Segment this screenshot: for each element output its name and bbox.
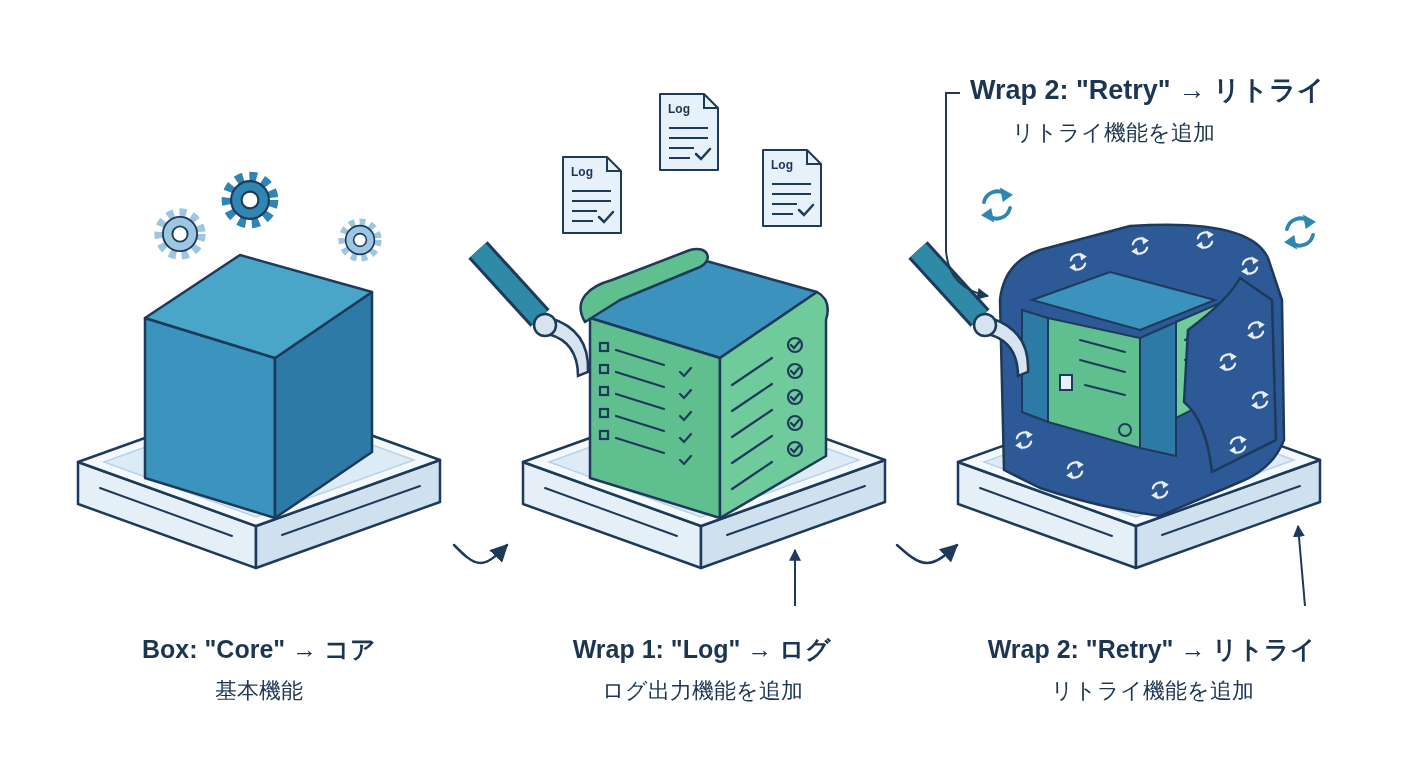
refresh-icon [1247,320,1265,339]
log-document [763,150,821,226]
log-line [616,372,664,387]
inner-log-sheet [1048,318,1140,448]
log-line [616,350,664,365]
checkbox [600,365,608,373]
sheet-curl [581,249,708,322]
callout-label: Wrap 2: "Retry" → リトライ [970,74,1400,106]
log-line [616,416,664,431]
stage-node: Box: "Core" → コア基本機能 [64,160,454,720]
check-mark [680,434,691,442]
retry-wrap [1000,225,1284,516]
robot-arm [918,250,980,318]
check-mark [791,446,799,452]
refresh-icon [1196,230,1214,249]
check-mark [791,342,799,348]
log-line [732,410,772,437]
check-mark [680,390,691,398]
stage-title: Box: "Core" → コア [142,634,376,664]
check-mark [791,394,799,400]
stage-title: Wrap 1: "Log" → ログ [573,634,832,664]
inner-box-edge [1140,322,1176,456]
log-line [1080,360,1125,372]
log-wrap-sheet [590,318,720,518]
refresh-icon [1241,256,1259,275]
refresh-icon [1251,390,1269,409]
refresh-icon [1284,215,1316,250]
log-line [732,436,772,463]
icon-label: Log [571,165,611,179]
refresh-icon [1219,352,1237,371]
check-circle [788,390,802,404]
retry-wrap-flap [1184,278,1276,472]
log-line [732,384,772,411]
log-line [616,394,664,409]
checkbox [600,387,608,395]
stage-description: 基本機能 [215,678,303,704]
flow-arrow [897,545,957,563]
stage-title: Wrap 2: "Retry" → リトライ [988,634,1317,664]
stage-node: Wrap 1: "Log" → ログログ出力機能を追加 [507,160,897,720]
refresh-icon [1151,480,1169,499]
log-lines [600,338,802,489]
callout-label: リトライ機能を追加 [1012,120,1332,146]
check-circle [788,442,802,456]
log-wrap-sheet [720,292,828,518]
stage-description: ログ出力機能を追加 [602,678,803,704]
gear-icon [159,213,201,255]
doc-mini [1060,375,1072,390]
refresh-icon [1015,430,1033,449]
leader-arrow [1298,526,1305,606]
log-document [660,94,718,170]
icon-label: Log [771,158,811,172]
stage-node: Wrap 2: "Retry" → リトライリトライ機能を追加 [957,160,1347,720]
retry-pattern [1015,230,1269,499]
checkbox [600,431,608,439]
gear-icon [227,177,273,223]
refresh-icon [1069,252,1087,271]
log-line [1080,340,1125,352]
check-circle [788,338,802,352]
robot-arm [478,250,540,318]
check-mark [791,420,799,426]
robot-arm [478,250,540,318]
icon-label: Log [668,102,708,116]
refresh-icon [1131,236,1149,255]
leader-line [946,93,988,296]
stage-description: リトライ機能を追加 [1051,678,1254,704]
checkbox [600,409,608,417]
log-line [732,462,772,489]
refresh-icon [981,188,1013,223]
check-circle [788,364,802,378]
check-mark [680,368,691,376]
robot-joint [974,314,996,336]
flow-arrow [454,545,507,563]
log-line [616,438,664,453]
check-mark [680,456,691,464]
checkbox [600,343,608,351]
check-mark [791,368,799,374]
log-line [1085,385,1125,395]
log-line [732,358,772,385]
check-mark [680,412,691,420]
gear-mini [1119,424,1131,436]
robot-arm [918,250,980,318]
cube-top [145,255,372,358]
refresh-icon [1066,460,1084,479]
refresh-icon [1229,435,1247,454]
check-circle [788,416,802,430]
gear-icon [342,222,377,257]
leader-arrow [794,550,796,606]
robot-joint [534,314,556,336]
log-document [563,157,621,233]
